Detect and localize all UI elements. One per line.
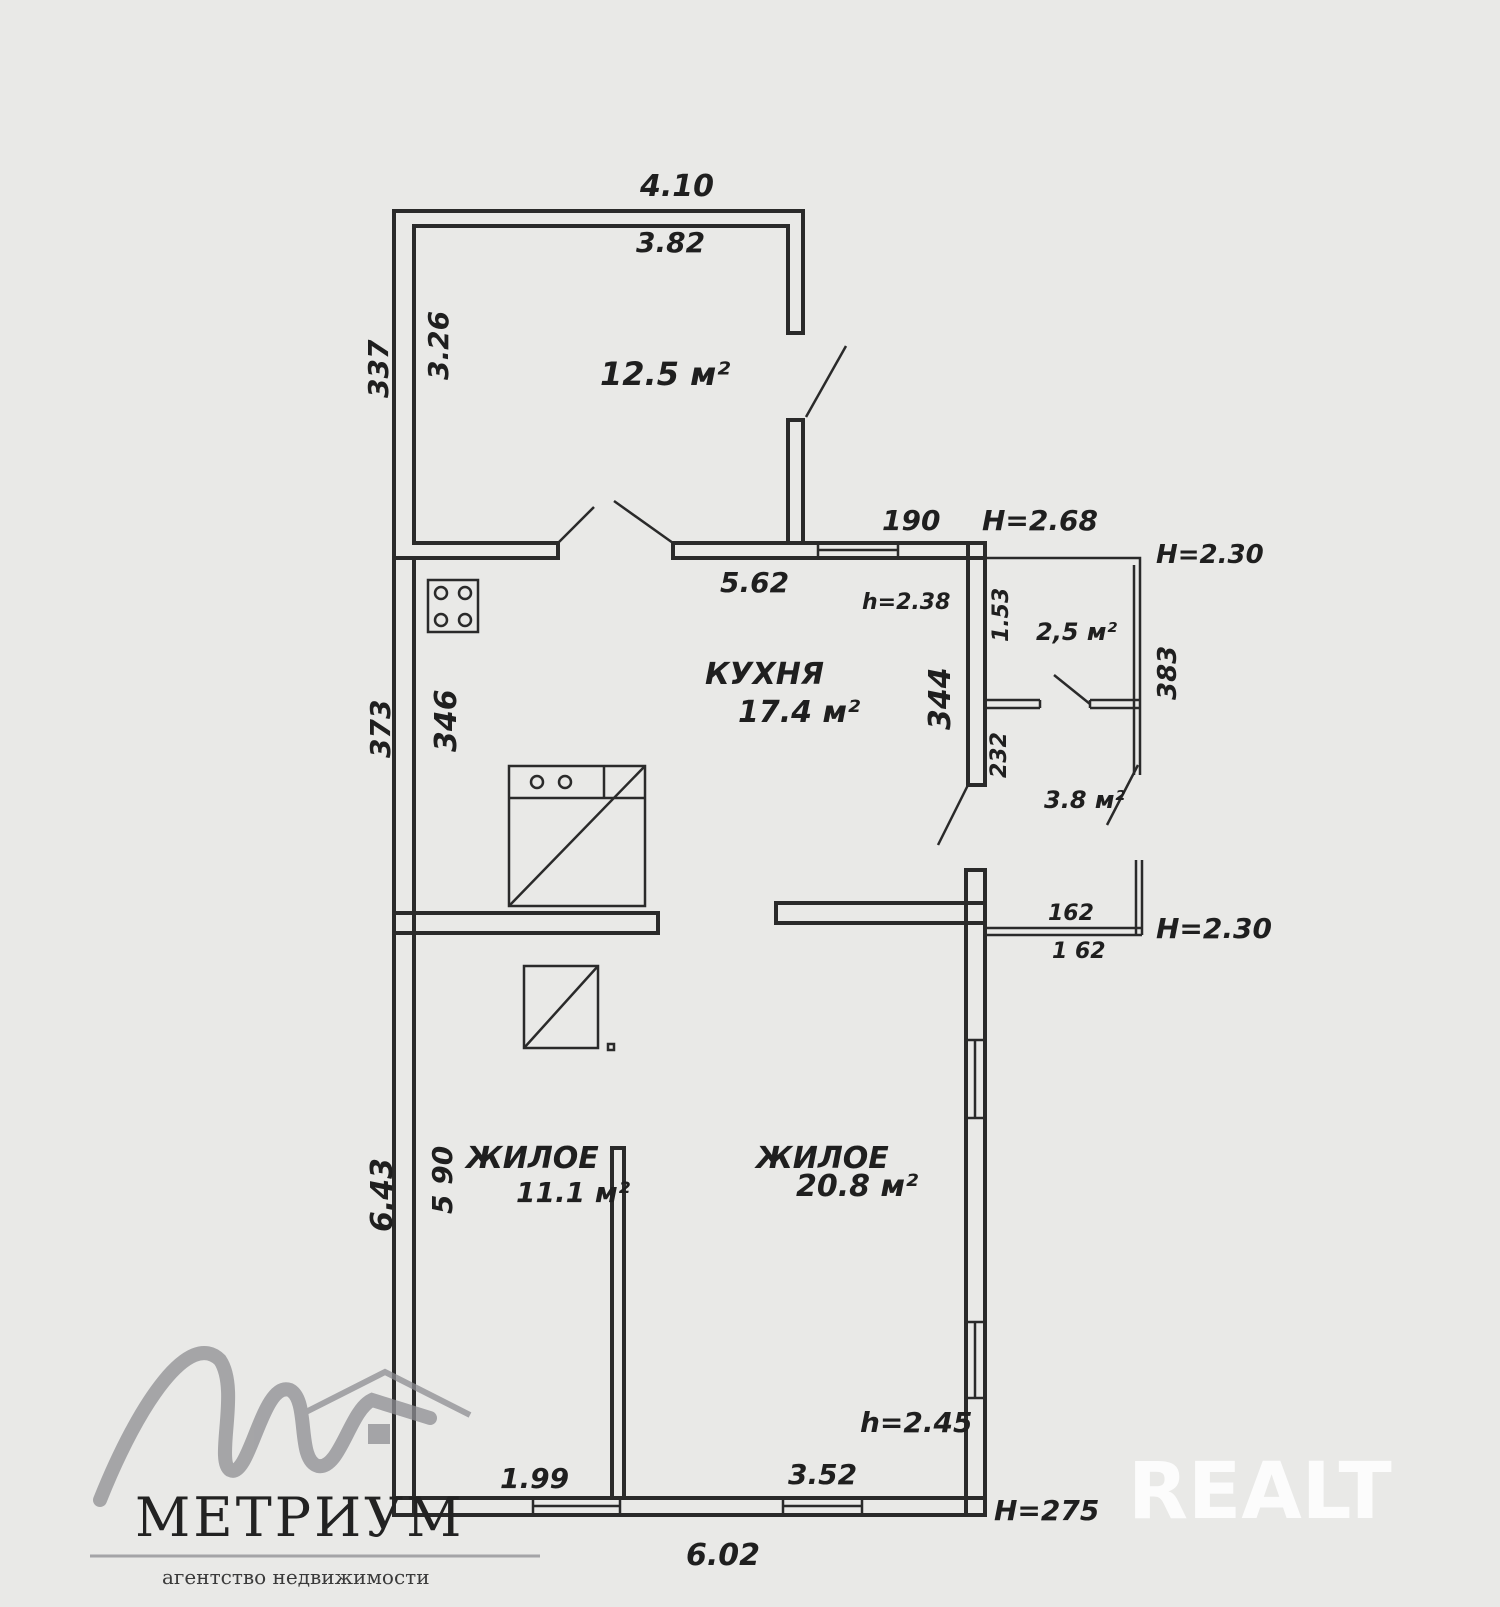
heater-fixture <box>522 964 616 1052</box>
stove-fixture <box>426 578 480 634</box>
dim-kitchen-right: 344 <box>923 667 958 730</box>
vestibule-lower-area-label: 3.8 м² <box>1044 786 1125 814</box>
agency-tagline: агентство недвижимости <box>162 1565 430 1589</box>
height-kitchen: h=2.38 <box>862 590 950 615</box>
kitchen-name-label: КУХНЯ <box>705 657 824 692</box>
dim-porch-2: 232 <box>987 732 1012 778</box>
dim-porch-width: 190 <box>882 504 940 537</box>
agency-logo-watermark <box>90 1346 540 1558</box>
dim-top-inner: 3.82 <box>636 226 705 259</box>
living-small-name-label: ЖИЛОЕ <box>464 1141 599 1176</box>
oven-fixture <box>507 764 647 908</box>
agency-name: МЕТРИУМ <box>135 1486 464 1549</box>
walls <box>392 209 1144 1517</box>
kitchen-area-label: 17.4 м² <box>738 695 860 730</box>
storage-area-label: 12.5 м² <box>600 355 730 393</box>
dim-bottom-left: 1.99 <box>500 1462 569 1495</box>
doors <box>557 345 1140 846</box>
height-porch-top: H=2.30 <box>1156 540 1264 570</box>
living-large-name-label: ЖИЛОЕ <box>754 1141 889 1176</box>
dim-storage-left-outer: 337 <box>362 339 395 398</box>
dim-kitchen-top: 5.62 <box>720 566 789 599</box>
height-living: h=2.45 <box>860 1406 972 1439</box>
dim-living-left-inner: 5 90 <box>426 1146 459 1214</box>
dim-top-outer: 4.10 <box>639 169 714 204</box>
dim-storage-left-inner: 3.26 <box>422 311 455 380</box>
vestibule-upper-area-label: 2,5 м² <box>1036 618 1117 646</box>
living-small-area-label: 11.1 м² <box>516 1176 631 1209</box>
dim-kitchen-left-outer: 373 <box>364 700 397 758</box>
dim-bottom-outer: 6.02 <box>686 1538 760 1573</box>
height-building: H=275 <box>994 1494 1099 1527</box>
living-large-area-label: 20.8 м² <box>796 1169 918 1204</box>
dim-bottom-right: 3.52 <box>788 1458 857 1491</box>
dim-kitchen-left-inner: 346 <box>429 689 464 752</box>
dim-porch-1: 1.53 <box>989 588 1014 642</box>
dim-porch-bottom-2: 1 62 <box>1052 939 1106 964</box>
dim-porch-bottom-1: 162 <box>1048 901 1094 926</box>
portal-watermark: REALT <box>1128 1447 1392 1537</box>
dim-living-left-outer: 6.43 <box>365 1158 400 1232</box>
height-main: H=2.68 <box>982 504 1098 537</box>
height-porch-bottom: H=2.30 <box>1156 912 1272 945</box>
dim-porch-right: 383 <box>1153 646 1183 700</box>
